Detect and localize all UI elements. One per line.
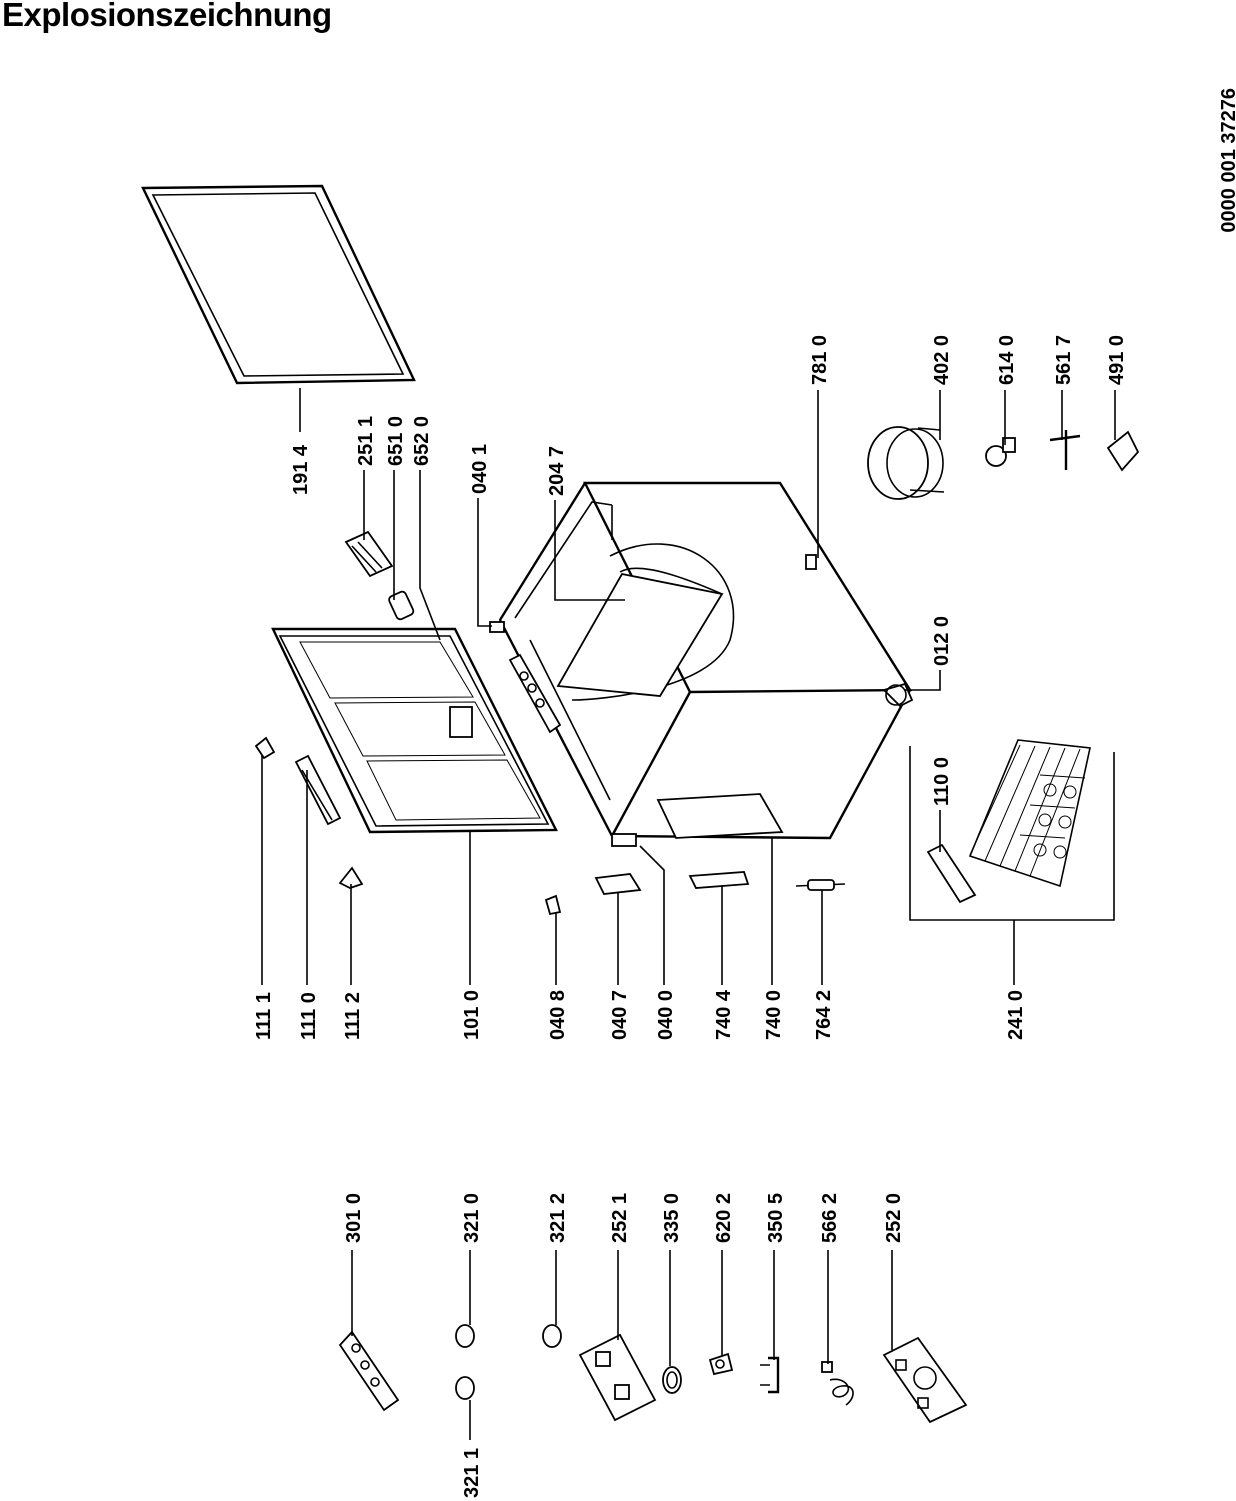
label-204-7: 204 7 bbox=[546, 446, 568, 496]
label-561-7: 561 7 bbox=[1053, 335, 1075, 385]
part-620-2 bbox=[708, 1352, 734, 1376]
part-040-8 bbox=[544, 894, 562, 916]
label-620-2: 620 2 bbox=[713, 1193, 735, 1243]
label-740-4: 740 4 bbox=[713, 989, 735, 1040]
part-door-gasket bbox=[141, 184, 416, 385]
part-614-0 bbox=[985, 437, 1016, 467]
label-652-0: 652 0 bbox=[411, 416, 433, 466]
part-evaporator bbox=[556, 543, 735, 701]
label-040-8: 040 8 bbox=[547, 990, 569, 1040]
part-control-panel-mounted bbox=[508, 653, 562, 734]
part-561-7 bbox=[1049, 430, 1081, 470]
part-491-0 bbox=[1106, 430, 1140, 472]
part-hinge bbox=[254, 736, 364, 889]
label-040-0: 040 0 bbox=[655, 990, 677, 1040]
label-321-1: 321 1 bbox=[461, 1448, 483, 1498]
part-thermostat-252-1 bbox=[578, 1333, 657, 1422]
label-251-1: 251 1 bbox=[355, 416, 377, 466]
label-191-4: 191 4 bbox=[290, 444, 312, 495]
label-040-7: 040 7 bbox=[609, 990, 631, 1040]
part-lamp-cover bbox=[344, 530, 415, 621]
part-control-panel bbox=[338, 1330, 400, 1412]
label-040-1: 040 1 bbox=[469, 444, 491, 494]
label-764-2: 764 2 bbox=[813, 990, 835, 1040]
part-labels: 191 4 251 1 651 0 652 0 040 1 204 7 781 … bbox=[253, 335, 1128, 1498]
part-knob-321-2 bbox=[542, 1324, 562, 1348]
label-740-0: 740 0 bbox=[763, 990, 785, 1040]
label-566-2: 566 2 bbox=[819, 1193, 841, 1243]
label-101-0: 101 0 bbox=[461, 990, 483, 1040]
label-241-0: 241 0 bbox=[1005, 990, 1027, 1040]
part-040-7 bbox=[594, 873, 642, 895]
leader-lines bbox=[261, 388, 1116, 1440]
label-111-1: 111 1 bbox=[253, 992, 275, 1040]
part-condenser bbox=[656, 793, 784, 839]
label-350-5: 350 5 bbox=[765, 1193, 787, 1243]
label-301-0: 301 0 bbox=[343, 1193, 365, 1243]
part-040-1 bbox=[489, 621, 505, 633]
part-764-2 bbox=[795, 879, 846, 891]
label-110-0: 110 0 bbox=[931, 757, 953, 806]
label-012-0: 012 0 bbox=[931, 616, 953, 666]
part-compressor bbox=[867, 426, 945, 500]
label-651-0: 651 0 bbox=[385, 416, 407, 466]
page-title: Explosionszeichnung bbox=[2, 0, 332, 33]
part-566-2 bbox=[821, 1361, 854, 1406]
label-252-0: 252 0 bbox=[883, 1193, 905, 1243]
label-321-0: 321 0 bbox=[461, 1193, 483, 1243]
part-knob-321-1 bbox=[455, 1376, 475, 1400]
label-402-0: 402 0 bbox=[931, 335, 953, 385]
label-252-1: 252 1 bbox=[609, 1193, 631, 1243]
part-cabinet bbox=[498, 481, 914, 840]
part-350-5 bbox=[760, 1356, 780, 1394]
part-knob-321-0 bbox=[455, 1324, 475, 1348]
label-321-2: 321 2 bbox=[547, 1193, 569, 1243]
part-basket bbox=[909, 739, 1115, 921]
label-111-2: 111 2 bbox=[342, 992, 364, 1040]
label-335-0: 335 0 bbox=[661, 1193, 683, 1243]
part-lid bbox=[271, 627, 558, 834]
part-040-0 bbox=[611, 833, 637, 847]
label-111-0: 111 0 bbox=[298, 992, 320, 1040]
part-relay-252-0 bbox=[882, 1336, 968, 1424]
label-614-0: 614 0 bbox=[996, 335, 1018, 385]
part-335-0 bbox=[662, 1366, 682, 1394]
label-491-0: 491 0 bbox=[1106, 335, 1128, 385]
part-740-4 bbox=[688, 871, 750, 889]
label-781-0: 781 0 bbox=[809, 335, 831, 385]
